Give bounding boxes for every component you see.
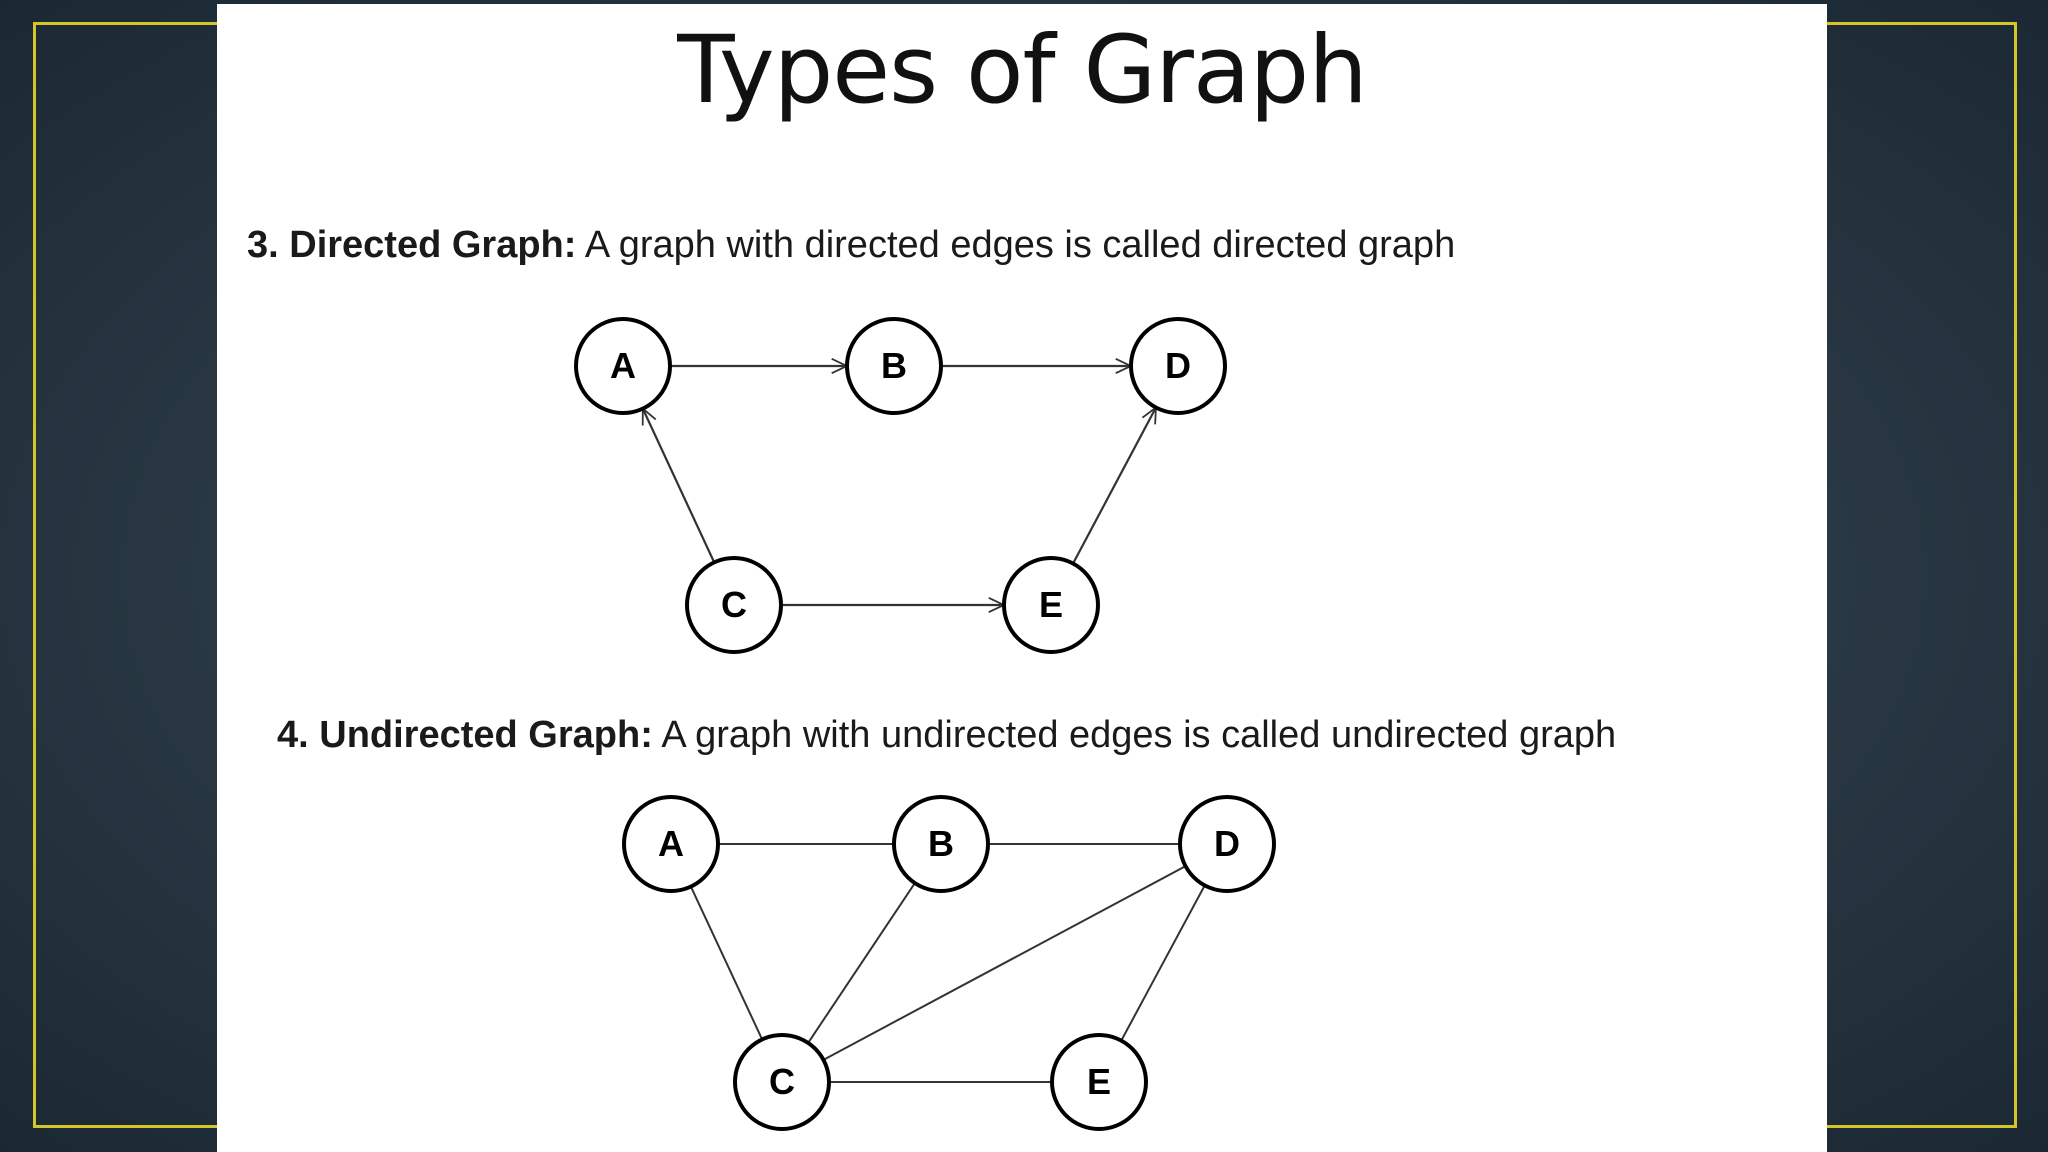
node-a: A	[622, 795, 720, 893]
node-circle	[1002, 556, 1100, 654]
node-circle	[1178, 795, 1276, 893]
undirected-graph-diagram: A B D C E	[622, 795, 1276, 1131]
edge-c-d	[822, 865, 1187, 1061]
node-label: B	[928, 823, 954, 864]
node-d: D	[1129, 317, 1227, 415]
edge-b-c	[807, 882, 916, 1044]
directed-graph-definition: 3. Directed Graph: A graph with directed…	[247, 224, 1455, 267]
edge-c-a	[641, 409, 716, 563]
slide: Types of Graph 3. Directed Graph: A grap…	[217, 4, 1827, 1152]
node-circle	[622, 795, 720, 893]
node-label: C	[769, 1061, 795, 1102]
node-label: A	[610, 345, 636, 386]
node-a: A	[574, 317, 672, 415]
edge-e-d	[1072, 408, 1156, 565]
node-c: C	[733, 1033, 831, 1131]
node-circle	[685, 556, 783, 654]
node-label: B	[881, 345, 907, 386]
node-label: D	[1165, 345, 1191, 386]
node-circle	[1050, 1033, 1148, 1131]
directed-graph-description: A graph with directed edges is called di…	[584, 224, 1456, 266]
node-b: B	[892, 795, 990, 893]
node-label: E	[1087, 1061, 1111, 1102]
node-c: C	[685, 556, 783, 654]
node-circle	[1129, 317, 1227, 415]
node-circle	[733, 1033, 831, 1131]
node-label: D	[1214, 823, 1240, 864]
node-b: B	[845, 317, 943, 415]
undirected-graph-description: A graph with undirected edges is called …	[661, 714, 1617, 756]
node-label: A	[658, 823, 684, 864]
slide-title: Types of Graph	[677, 16, 1368, 125]
undirected-graph-heading: 4. Undirected Graph:	[277, 714, 653, 756]
node-circle	[845, 317, 943, 415]
undirected-graph-definition: 4. Undirected Graph: A graph with undire…	[277, 714, 1616, 757]
node-label: E	[1039, 584, 1063, 625]
directed-graph-diagram: A B D C E	[574, 317, 1227, 654]
node-e: E	[1050, 1033, 1148, 1131]
node-d: D	[1178, 795, 1276, 893]
node-label: C	[721, 584, 747, 625]
edge-e-d	[1120, 884, 1206, 1042]
edge-a-c	[689, 886, 764, 1040]
node-circle	[574, 317, 672, 415]
directed-graph-heading: 3. Directed Graph:	[247, 224, 577, 266]
node-e: E	[1002, 556, 1100, 654]
node-circle	[892, 795, 990, 893]
